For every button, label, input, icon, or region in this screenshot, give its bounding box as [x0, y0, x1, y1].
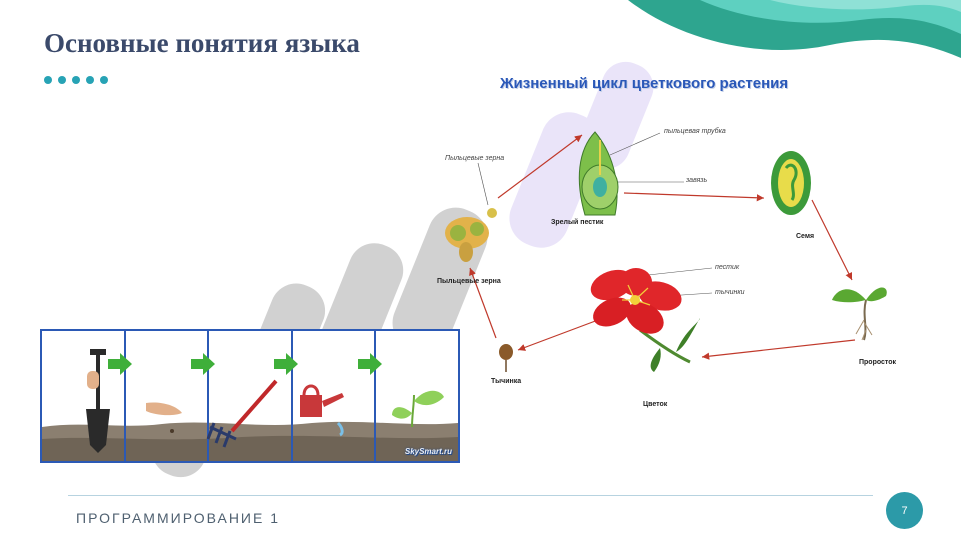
- label-pollen-grains-top: Пыльцевые зерна: [445, 155, 505, 162]
- mature-pistil-image: [578, 131, 619, 216]
- label-sprout: Проросток: [859, 359, 897, 366]
- seed-image: [771, 151, 811, 215]
- label-ovary: завязь: [686, 177, 708, 184]
- label-pollen-grains-bottom: Пыльцевые зерна: [437, 278, 501, 285]
- flower-image: [590, 268, 700, 372]
- label-seed: Семя: [796, 233, 815, 240]
- pollen-grains-image: [445, 208, 497, 262]
- label-stamen: Тычинка: [491, 378, 522, 385]
- page-number-badge: 7: [886, 492, 923, 529]
- label-mature-pistil: Зрелый пестик: [551, 219, 604, 226]
- diagram-title: Жизненный цикл цветкового растения: [500, 75, 789, 92]
- slide-title: Основные понятия языка: [44, 28, 360, 58]
- planting-steps-image: [42, 331, 458, 461]
- title-dots: [44, 76, 108, 84]
- footer-course-title: ПРОГРАММИРОВАНИЕ 1: [76, 510, 281, 526]
- stamen-image: [499, 344, 513, 372]
- planting-steps-strip: SkySmart.ru: [40, 329, 460, 463]
- strip-logo: SkySmart.ru: [404, 447, 452, 456]
- cycle-arrows: [469, 134, 856, 360]
- label-pistil: пестик: [715, 264, 740, 271]
- pointer-lines: [477, 132, 713, 298]
- label-flower: Цветок: [643, 401, 668, 408]
- footer-divider: [68, 495, 873, 496]
- label-pollen-tube: пыльцевая трубка: [664, 128, 726, 135]
- label-stamens: тычинки: [715, 289, 745, 296]
- sprout-image: [832, 287, 887, 341]
